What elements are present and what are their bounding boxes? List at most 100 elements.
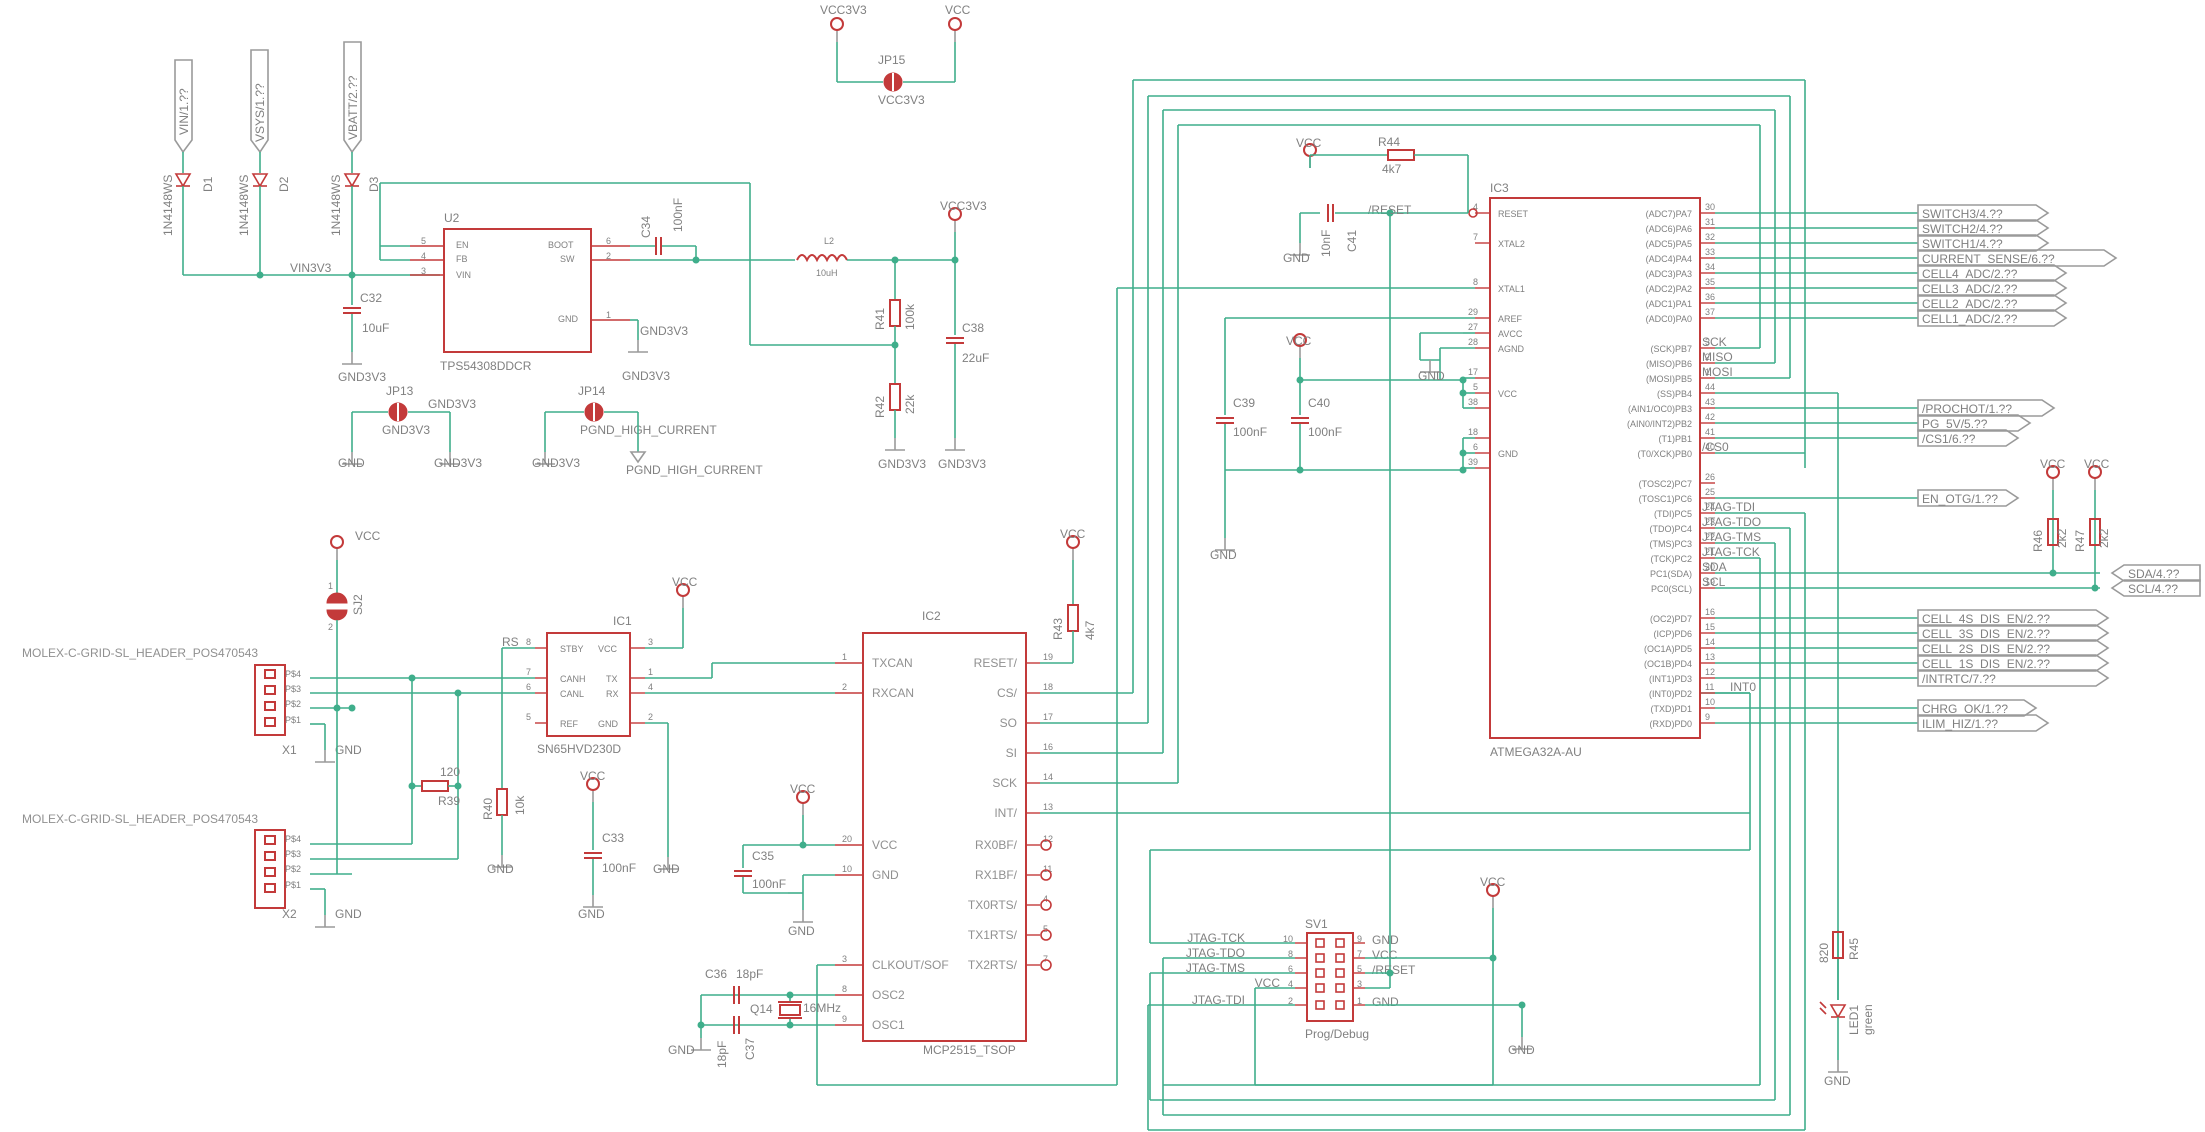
pin-label: (ADC3)PA3 (1646, 269, 1692, 279)
vcc-label: VCC (2084, 457, 2110, 471)
port-label: /CS1/6.?? (1922, 432, 1976, 446)
port-label: SWITCH2/4.?? (1922, 222, 2003, 236)
vcc-label: VCC (1286, 334, 1312, 348)
pin-label: (TCK)PC2 (1650, 554, 1692, 564)
diode-d3: VBATT/2.?? 1N4148WS D3 (329, 41, 381, 275)
r45-value: 820 (1817, 943, 1831, 963)
c38-name: C38 (962, 321, 984, 335)
c41-value: 10nF (1319, 230, 1333, 257)
net-label: JTAG-TDI (1192, 993, 1245, 1007)
port-label-shape (1917, 309, 2068, 327)
r41-name: R41 (873, 308, 887, 330)
pin-number: 8 (526, 637, 531, 647)
pin-label: RESET/ (974, 656, 1018, 670)
pin-number: 9 (842, 1014, 847, 1024)
pin-number: 40 (1705, 442, 1715, 452)
net-label: JTAG-TDO (1186, 946, 1245, 960)
pin-number: 3 (421, 266, 426, 276)
c36-value: 18pF (736, 967, 763, 981)
pin-number: 3 (1705, 337, 1710, 347)
pin-number: 25 (1705, 487, 1715, 497)
vcc-label: VCC (1060, 527, 1086, 541)
pin-label: SO (1000, 716, 1017, 730)
port-label: CELL_2S_DIS_EN/2.?? (1922, 642, 2050, 656)
gnd3v3-label: GND3V3 (338, 370, 386, 384)
port-label: /INTRTC/7.?? (1922, 672, 1996, 686)
pin-label: GND (598, 719, 619, 729)
gnd-label: GND (338, 456, 365, 470)
pin-number: 43 (1705, 397, 1715, 407)
u2-regulator: U2 TPS54308DDCR EN FB VIN 5 4 3 BOOT SW … (410, 211, 630, 373)
pin-number: 23 (1705, 517, 1715, 527)
pin-label: BOOT (548, 240, 574, 250)
pin-label: (TOSC1)PC6 (1639, 494, 1692, 504)
pin-number: 39 (1468, 457, 1478, 467)
sj2-pin2: 2 (328, 622, 333, 632)
pin-label: XTAL2 (1498, 239, 1525, 249)
port-label: EN_OTG/1.?? (1922, 492, 1998, 506)
pin-number: 2 (842, 682, 847, 692)
c34-value: 100nF (671, 198, 685, 232)
port-label-shape (1917, 699, 2038, 717)
net-label: VBATT/2.?? (346, 75, 360, 140)
port-label-shape (1917, 264, 2068, 282)
ic3-name: IC3 (1490, 181, 1509, 195)
part-value: 1N4148WS (237, 175, 251, 236)
pin-label: VIN (456, 270, 471, 280)
pin-number: 26 (1705, 472, 1715, 482)
u2-value: TPS54308DDCR (440, 359, 532, 373)
nc-pin (1040, 839, 1052, 851)
pin-label: (TDI)PC5 (1654, 509, 1692, 519)
header-pin (1315, 983, 1325, 993)
pin-number: 6 (606, 236, 611, 246)
port-label-shape (1917, 219, 2050, 237)
pin-number: 3 (1357, 979, 1362, 989)
gnd-label: GND (1283, 251, 1310, 265)
r42-value: 22k (903, 394, 917, 414)
port-label: CELL_4S_DIS_EN/2.?? (1922, 612, 2050, 626)
l2-value: 10uH (816, 268, 838, 278)
pin-label: SW (560, 254, 575, 264)
pin-number: 8 (1288, 949, 1293, 959)
u2-name: U2 (444, 211, 460, 225)
port-label: /PROCHOT/1.?? (1922, 402, 2012, 416)
pin-label: P$1 (285, 715, 301, 725)
port-label: SWITCH1/4.?? (1922, 237, 2003, 251)
pin-label: (INT1)PD3 (1649, 674, 1692, 684)
pin-number: 10 (1283, 934, 1293, 944)
port-label: CELL4_ADC/2.?? (1922, 267, 2018, 281)
gnd-label: GND (487, 862, 514, 876)
pin-label: PC0(SCL) (1651, 584, 1692, 594)
pin-label: TX1RTS/ (968, 928, 1018, 942)
pin-number: 4 (1288, 979, 1293, 989)
pin-label: CS/ (997, 686, 1018, 700)
nc-pin (1040, 929, 1052, 941)
header-pin (1315, 1000, 1325, 1010)
pin-label: TX (606, 674, 618, 684)
jp15-jumper: VCC3V3 VCC JP15 VCC3V3 (820, 3, 971, 107)
pin-number: 4 (1043, 894, 1048, 904)
vcc3v3-label: VCC3V3 (820, 3, 867, 17)
port-label-shape (1917, 609, 2110, 627)
pin-number: 18 (1468, 427, 1478, 437)
port-label: PG_5V/5.?? (1922, 417, 1988, 431)
pin-label: INT/ (994, 806, 1017, 820)
pin-label: (INT0)PD2 (1649, 689, 1692, 699)
ic3-pins: 4RESET7XTAL28XTAL129AREF27AVCC28AGND175V… (1468, 202, 1715, 729)
pin-label: SI (1006, 746, 1017, 760)
pin-label: (ICP)PD6 (1653, 629, 1692, 639)
net-label: JTAG-TMS (1186, 961, 1245, 975)
jtag-tdi-label: JTAG-TDI (1702, 500, 1755, 514)
pin-number: 6 (1288, 964, 1293, 974)
pin-number: 2 (606, 251, 611, 261)
pin-label: AREF (1498, 314, 1523, 324)
x1-name: X1 (282, 743, 297, 757)
port-label-shape (1917, 624, 2110, 642)
pin-label: (AIN0/INT2)PB2 (1627, 419, 1692, 429)
r39-value: 120 (440, 765, 460, 779)
pin-label: (T0/XCK)PB0 (1637, 449, 1692, 459)
net-label: VCC (1255, 976, 1281, 990)
port-label-shape (1917, 639, 2110, 657)
vcc-label: VCC (945, 3, 971, 17)
